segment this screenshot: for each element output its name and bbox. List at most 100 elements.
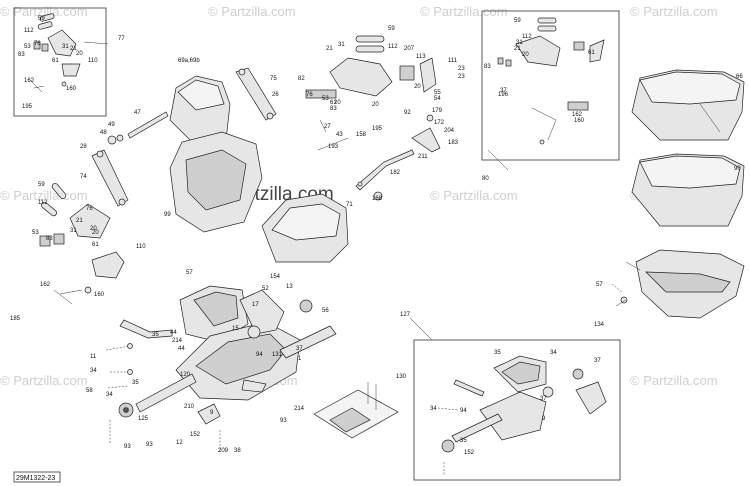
watermark: © Partzilla.com — [420, 4, 508, 19]
callout-label: 111 — [448, 58, 458, 64]
callout-label: 20 — [76, 51, 83, 57]
callout-label: 120 — [180, 372, 191, 378]
callout-label: 27 — [324, 124, 331, 130]
callout-label: 127 — [400, 312, 411, 318]
left-assembly — [39, 183, 125, 305]
callout-label: 48 — [100, 130, 107, 136]
callout-label: 211 — [418, 154, 428, 160]
watermark: © Partzilla.com — [630, 4, 718, 19]
callout-label: 1 — [298, 356, 302, 362]
callout-label: 37 — [594, 358, 601, 364]
callout-label: 75 — [270, 76, 277, 82]
callout-label: 93 — [124, 444, 131, 450]
callout-label: 59 — [38, 182, 45, 188]
callout-label: 207 — [404, 46, 415, 52]
callout-label: 74 — [80, 174, 87, 180]
callout-label: 9 — [210, 410, 214, 416]
callout-label: 53 — [32, 230, 39, 236]
callout-label: 196 — [498, 92, 509, 98]
callout-label: 59 — [514, 18, 521, 24]
fasteners-left — [105, 343, 221, 452]
callout-label: 83 — [330, 106, 337, 112]
shaft-47 — [127, 111, 169, 139]
callout-label: 76 — [34, 41, 41, 47]
callout-label: 26 — [272, 92, 279, 98]
arm-74 — [91, 149, 129, 207]
callout-label: 160 — [574, 118, 585, 124]
callout-label: 93 — [146, 442, 153, 448]
callout-label: 53 — [24, 44, 31, 50]
rod-182 — [355, 149, 415, 201]
callout-label: 210 — [184, 404, 195, 410]
callout-label: 28 — [80, 144, 87, 150]
seat-base-part — [620, 249, 745, 319]
callout-label: 58 — [86, 388, 93, 394]
callout-label: 71 — [346, 202, 353, 208]
callout-label: 112 — [388, 44, 398, 50]
watermark: © Partzilla.com — [630, 373, 718, 388]
callout-label: 92 — [404, 110, 411, 116]
callout-label: 37 — [296, 346, 303, 352]
callout-label: 152 — [464, 450, 475, 456]
callout-label: 35 — [152, 332, 159, 338]
callout-label: 12 — [176, 440, 183, 446]
callout-label: 204 — [444, 128, 455, 134]
callout-label: 112 — [38, 200, 48, 206]
callout-label: 34 — [430, 406, 437, 412]
callout-label: 130 — [396, 374, 407, 380]
reference-code: 29M1322-23 — [16, 475, 55, 482]
callout-label: 52 — [262, 286, 269, 292]
callout-label: 20 — [92, 230, 99, 236]
callout-label: 20 — [414, 84, 421, 90]
callout-label: 61 — [92, 242, 99, 248]
callout-label: 77 — [118, 36, 125, 42]
callout-label: 162 — [572, 112, 583, 118]
handle-assembly — [305, 35, 441, 153]
callout-label: 53 — [322, 96, 329, 102]
watermark: © Partzilla.com — [0, 373, 88, 388]
callout-label: 209 — [218, 448, 229, 454]
callout-label: 21 — [76, 218, 83, 224]
callout-label: 160 — [94, 292, 105, 298]
callout-label: 44 — [178, 346, 185, 352]
callout-label: 47 — [134, 110, 141, 116]
callout-label: 112 — [522, 34, 532, 40]
callout-label: 195 — [22, 104, 33, 110]
callout-label: 168 — [372, 196, 383, 202]
storage-tray-38 — [313, 382, 399, 439]
callout-label: 35 — [460, 438, 467, 444]
callout-label: 31 — [70, 228, 77, 234]
seat-frame-57 — [179, 285, 249, 343]
callout-label: 182 — [390, 170, 401, 176]
callout-label: 82 — [298, 76, 305, 82]
callout-label: 61 — [588, 50, 595, 56]
callout-label: 80 — [482, 176, 489, 182]
callout-label: 37 — [540, 396, 547, 402]
callout-label: 110 — [136, 244, 146, 250]
inset-box-bottom-right — [413, 339, 621, 481]
callout-label: 152 — [190, 432, 201, 438]
callout-label: 134 — [594, 322, 605, 328]
callout-label: 179 — [432, 108, 443, 114]
callout-label: 21 — [514, 46, 521, 52]
callout-label: 44 — [170, 330, 177, 336]
callout-label: 172 — [434, 120, 445, 126]
callout-label: 20 — [522, 52, 529, 58]
callout-label: 15 — [232, 326, 239, 332]
inset-box-top-right — [481, 10, 620, 161]
callout-label: 34 — [90, 368, 97, 374]
callout-label: 61 — [330, 100, 337, 106]
callout-label: 37 — [500, 88, 507, 94]
callout-label: 55 — [434, 90, 441, 96]
callout-label: 31 — [62, 44, 69, 50]
callout-label: 93 — [280, 418, 287, 424]
callout-label: 83 — [484, 64, 491, 70]
bracket-210 — [197, 379, 267, 425]
callout-label: 158 — [356, 132, 367, 138]
callout-label: 23 — [458, 66, 465, 72]
callout-label: 31 — [338, 42, 345, 48]
callout-label: 160 — [66, 86, 77, 92]
callout-label: 112 — [24, 28, 34, 34]
callout-label: 38 — [234, 448, 241, 454]
callout-label: 131 — [272, 352, 283, 358]
